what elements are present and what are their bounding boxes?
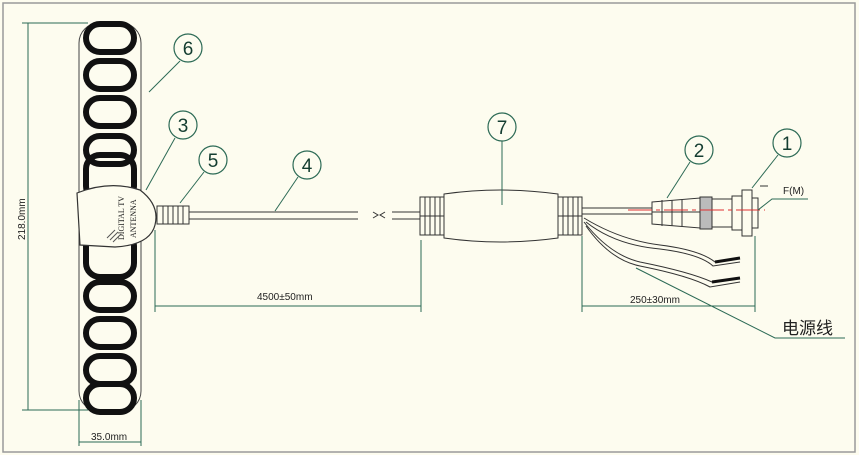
strain-relief-5 [156, 205, 190, 225]
antenna-loop [83, 279, 137, 313]
svg-text:6: 6 [183, 39, 194, 60]
connector-leader [757, 198, 808, 211]
antenna-label-line1: DIGITAL TV [117, 196, 126, 240]
svg-text:2: 2 [694, 141, 705, 162]
antenna-loop [83, 58, 137, 92]
callout-5: 5 [179, 145, 228, 204]
power-wire-leader [635, 267, 845, 339]
width-dimension-text: 35.0mm [91, 432, 127, 443]
antenna-loop [83, 133, 137, 167]
cable-length-text: 4500±50mm [257, 292, 313, 303]
dimension-lead-length: 250±30mm [581, 236, 756, 312]
antenna-loop [83, 316, 137, 350]
connector-2 [651, 196, 733, 230]
dimension-cable-length: 4500±50mm [154, 230, 422, 312]
coax-cable-4 [189, 211, 422, 220]
f-connector-1 [731, 189, 759, 237]
callout-4: 4 [274, 150, 322, 212]
signal-icon [106, 229, 122, 243]
svg-text:5: 5 [208, 151, 219, 172]
junction-box-7 [419, 189, 583, 243]
antenna-loop [83, 95, 137, 129]
dimension-height: 218.0mm [17, 22, 88, 411]
height-dimension-text: 218.0mm [17, 198, 28, 240]
antenna-loop [83, 21, 137, 55]
antenna-hub: DIGITAL TV ANTENNA [76, 185, 157, 248]
callout-7: 7 [487, 112, 517, 205]
svg-text:7: 7 [497, 118, 508, 139]
antenna-loop [83, 353, 137, 387]
lead-length-text: 250±30mm [630, 295, 680, 306]
antenna-label-line2: ANTENNA [129, 199, 138, 238]
svg-text:4: 4 [302, 156, 313, 177]
connector-type-label: F(M) [783, 186, 804, 197]
callout-3: 3 [145, 110, 198, 191]
dimension-width: 35.0mm [78, 400, 142, 446]
power-wire-label: 电源线 [782, 319, 833, 339]
antenna-loop [83, 381, 137, 415]
svg-text:1: 1 [782, 134, 793, 155]
callout-6: 6 [148, 33, 203, 93]
callout-1: 1 [751, 128, 802, 189]
callout-2: 2 [666, 135, 714, 199]
leads [582, 207, 741, 288]
svg-text:3: 3 [178, 116, 189, 137]
